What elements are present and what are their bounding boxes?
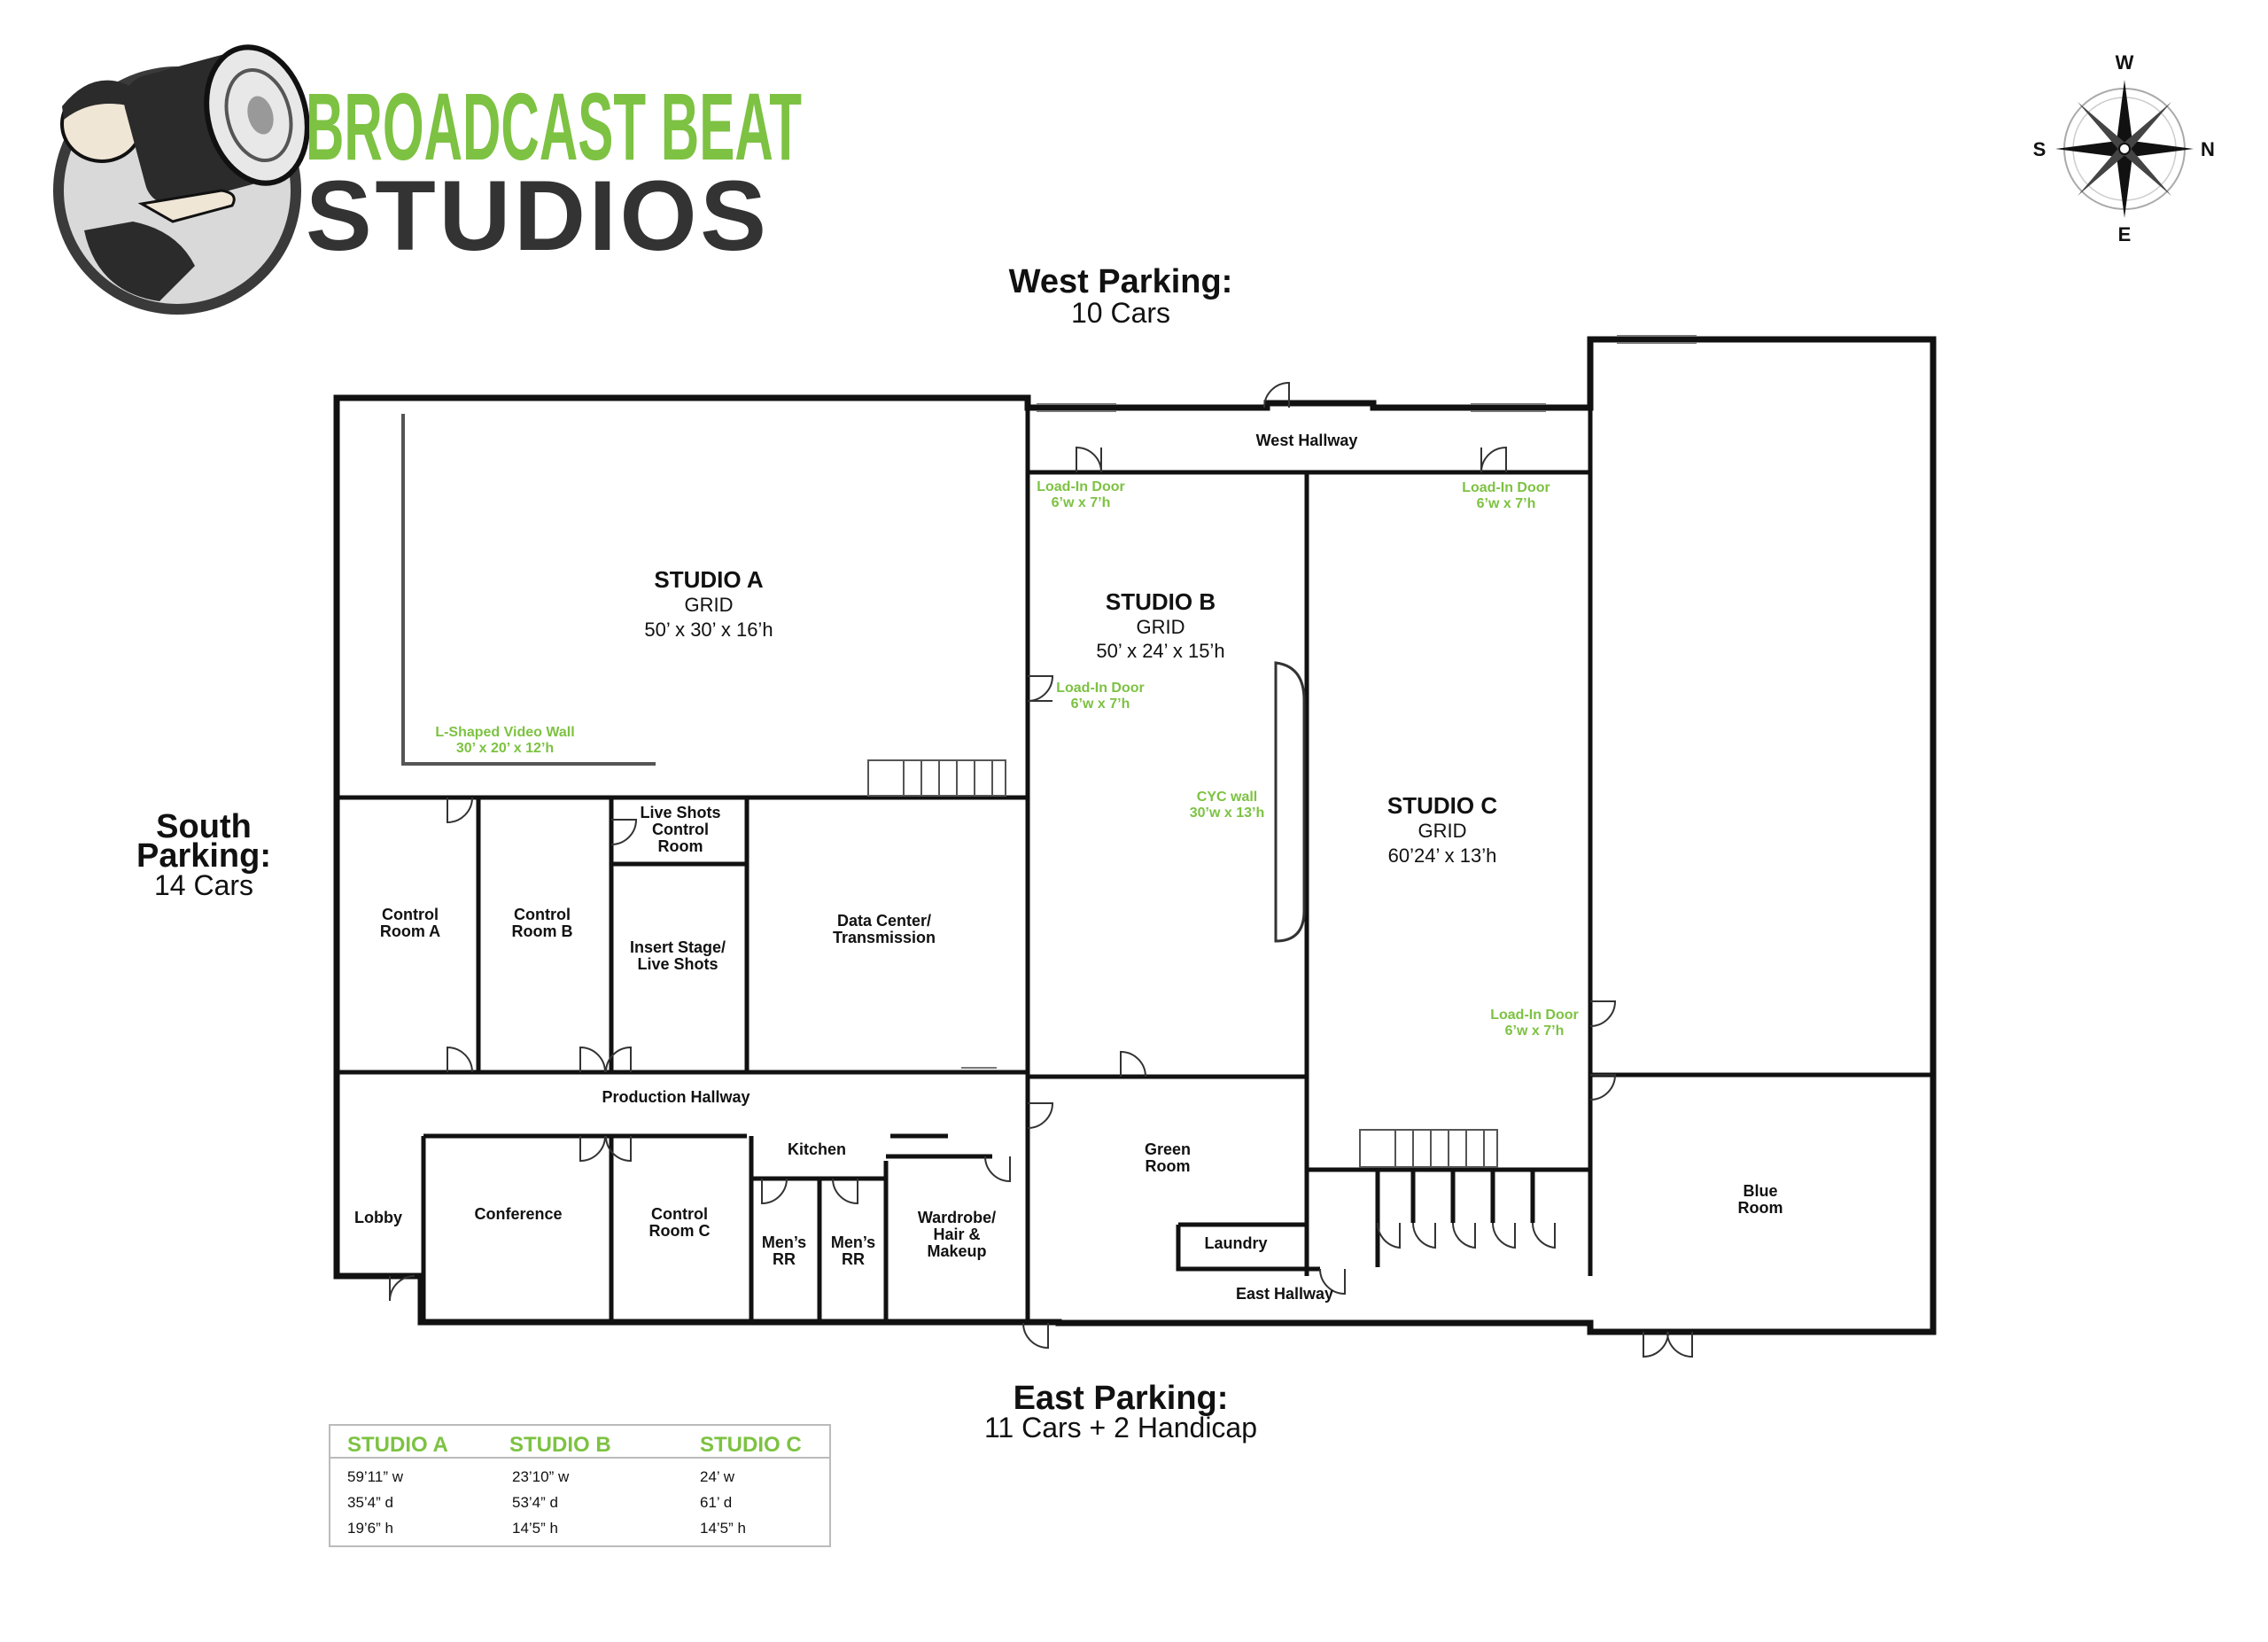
mens-rr-1-label-1: Men’s: [762, 1233, 806, 1251]
table-cell: 23’10” w: [512, 1468, 570, 1485]
compass-right-label: N: [2201, 138, 2215, 160]
load-in-door-3-title: Load-In Door: [1056, 681, 1145, 696]
stairs-studio-c: [1359, 1129, 1498, 1168]
studio-a-dims: 50’ x 30’ x 16’h: [644, 619, 773, 641]
blue-room-label-2: Room: [1738, 1199, 1783, 1217]
table-header-studio-c: STUDIO C: [700, 1433, 802, 1457]
control-room-c-label-2: Room C: [649, 1222, 711, 1240]
cyc-wall-size: 30’w x 13’h: [1190, 805, 1265, 821]
cyc-wall: [1274, 661, 1306, 943]
l-shaped-video-wall: [401, 414, 656, 766]
mens-rr-2-label-1: Men’s: [831, 1233, 875, 1251]
south-parking-title-2: Parking:: [136, 837, 271, 875]
studio-a-grid: GRID: [685, 594, 734, 616]
west-parking-count: 10 Cars: [1071, 297, 1170, 329]
wardrobe-label-3: Makeup: [927, 1242, 986, 1260]
laundry-label: Laundry: [1204, 1234, 1267, 1252]
dimensions-table: STUDIO A STUDIO B STUDIO C 59’11” w 23’1…: [329, 1424, 831, 1547]
wardrobe-label-1: Wardrobe/: [918, 1209, 996, 1226]
studio-b-grid: GRID: [1137, 616, 1185, 638]
video-wall-size: 30’ x 20’ x 12’h: [456, 741, 554, 756]
insert-stage-label-1: Insert Stage/: [630, 938, 726, 956]
green-room-label-1: Green: [1145, 1140, 1191, 1158]
data-center-label-1: Data Center/: [837, 912, 931, 930]
kitchen-label: Kitchen: [788, 1140, 846, 1158]
studio-b-title: STUDIO B: [1106, 588, 1216, 615]
east-parking-title: East Parking:: [1014, 1380, 1229, 1417]
compass-top-label: W: [2116, 51, 2134, 74]
live-shots-label-1: Live Shots: [640, 804, 720, 821]
control-room-a-label-2: Room A: [380, 922, 440, 940]
control-room-b-label-2: Room B: [512, 922, 573, 940]
load-in-door-3-size: 6’w x 7’h: [1071, 696, 1130, 712]
south-parking-title-1: South: [156, 808, 252, 845]
table-cell: 24’ w: [700, 1468, 735, 1485]
studio-b-dims: 50’ x 24’ x 15’h: [1096, 640, 1224, 662]
cyc-wall-title: CYC wall: [1197, 790, 1257, 805]
table-header-studio-a: STUDIO A: [347, 1433, 448, 1457]
studio-c-grid: GRID: [1418, 820, 1467, 842]
studio-a-title: STUDIO A: [654, 566, 763, 593]
east-hallway-label: East Hallway: [1236, 1285, 1333, 1303]
mens-rr-2-label-2: RR: [842, 1250, 865, 1268]
video-wall-title: L-Shaped Video Wall: [435, 725, 574, 740]
blue-room-label-1: Blue: [1743, 1182, 1777, 1200]
load-in-door-2-title: Load-In Door: [1462, 480, 1550, 495]
load-in-door-4-title: Load-In Door: [1490, 1008, 1579, 1023]
table-cell: 53’4” d: [512, 1494, 558, 1511]
table-cell: 35’4” d: [347, 1494, 393, 1511]
table-cell: 14’5” h: [700, 1520, 746, 1537]
table-cell: 19’6” h: [347, 1520, 393, 1537]
control-room-b-label-1: Control: [514, 906, 571, 923]
camera-operator-icon: [53, 44, 310, 315]
windows: [961, 335, 1697, 1069]
live-shots-label-3: Room: [658, 837, 703, 855]
load-in-door-1-title: Load-In Door: [1037, 479, 1125, 494]
logo-subtitle: STUDIOS: [306, 160, 802, 271]
conference-label: Conference: [474, 1205, 562, 1223]
load-in-door-2-size: 6’w x 7’h: [1477, 496, 1536, 511]
control-room-a-label-1: Control: [382, 906, 439, 923]
load-in-door-1-size: 6’w x 7’h: [1052, 495, 1111, 510]
logo: BROADCAST BEAT STUDIOS: [53, 44, 802, 315]
table-cell: 14’5” h: [512, 1520, 558, 1537]
table-cell: 59’11” w: [347, 1468, 404, 1485]
live-shots-label-2: Control: [652, 821, 709, 838]
building-walls: [333, 336, 1937, 1335]
table-cell: 61’ d: [700, 1494, 732, 1511]
green-room-label-2: Room: [1146, 1157, 1191, 1175]
west-hallway-label: West Hallway: [1256, 432, 1358, 449]
studio-c-dims: 60’24’ x 13’h: [1388, 844, 1497, 867]
logo-title: BROADCAST BEAT: [306, 73, 802, 180]
control-room-c-label-1: Control: [651, 1205, 708, 1223]
stairs-studio-a: [867, 759, 1006, 797]
load-in-door-4-size: 6’w x 7’h: [1505, 1023, 1565, 1039]
data-center-label-2: Transmission: [833, 929, 936, 946]
wardrobe-label-2: Hair &: [933, 1226, 980, 1243]
compass-left-label: S: [2033, 138, 2047, 160]
south-parking-count: 14 Cars: [154, 869, 253, 901]
insert-stage-label-2: Live Shots: [637, 955, 718, 973]
doors: [389, 381, 1693, 1358]
compass-rose: W N E S: [2033, 51, 2215, 245]
table-header-studio-b: STUDIO B: [509, 1433, 611, 1457]
mens-rr-1-label-2: RR: [773, 1250, 796, 1268]
east-parking-count: 11 Cars + 2 Handicap: [984, 1412, 1257, 1444]
studio-c-title: STUDIO C: [1387, 792, 1497, 819]
west-parking-title: West Parking:: [1009, 263, 1233, 300]
lobby-label: Lobby: [354, 1209, 402, 1226]
compass-bottom-label: E: [2118, 223, 2132, 245]
production-hallway-label: Production Hallway: [602, 1088, 750, 1106]
